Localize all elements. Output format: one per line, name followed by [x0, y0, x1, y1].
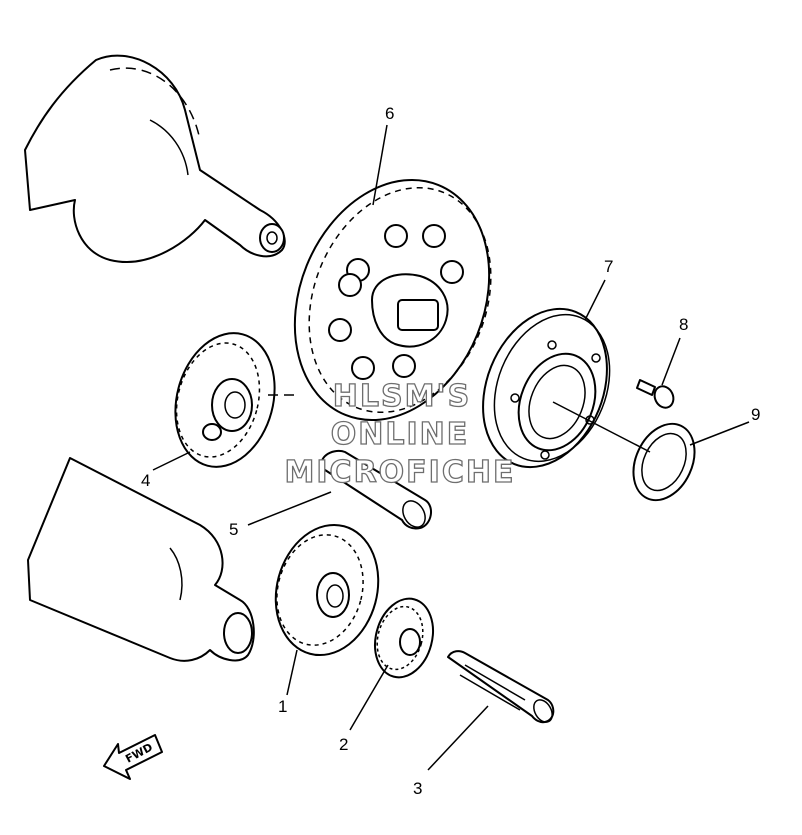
- starter-idle-gear: [174, 332, 300, 468]
- crankshaft: [24, 54, 286, 263]
- starter-wheel-gear: [293, 178, 492, 422]
- callout-6: 6: [385, 104, 394, 123]
- watermark-line-3: MICROFICHE: [285, 455, 516, 490]
- primary-drive-gear: [274, 523, 380, 657]
- callout-7: 7: [604, 257, 613, 276]
- callout-labels: 1 2 3 4 5 6 7 8 9: [141, 104, 760, 798]
- bolt: [636, 379, 675, 409]
- transmission-shaft: [27, 457, 255, 662]
- starter-clutch-assembly: [482, 307, 611, 469]
- splined-shaft: [447, 650, 555, 724]
- callout-5: 5: [229, 520, 238, 539]
- watermark: HLSM'S ONLINE MICROFICHE: [284, 378, 516, 490]
- leader-lines: [152, 124, 750, 771]
- gear-shaft-pin: [320, 449, 432, 530]
- watermark-line-1: HLSM'S: [333, 379, 471, 414]
- watermark-line-2: ONLINE: [331, 417, 470, 452]
- callout-9: 9: [751, 405, 760, 424]
- callout-8: 8: [679, 315, 688, 334]
- callout-3: 3: [413, 779, 422, 798]
- small-spur-gear: [374, 597, 434, 679]
- callout-2: 2: [339, 735, 348, 754]
- fwd-direction-arrow: FWD: [103, 734, 163, 780]
- callout-4: 4: [141, 471, 150, 490]
- callout-1: 1: [278, 697, 287, 716]
- washer: [632, 422, 696, 502]
